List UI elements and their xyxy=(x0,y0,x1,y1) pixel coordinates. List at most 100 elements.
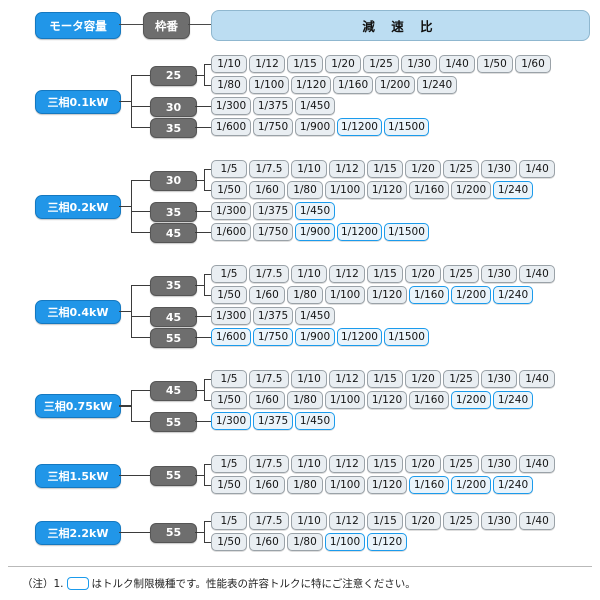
ratio-chip[interactable]: 1/10 xyxy=(291,265,327,283)
ratio-chip-highlighted[interactable]: 1/375 xyxy=(253,412,293,430)
frame-number-box[interactable]: 55 xyxy=(150,522,197,543)
ratio-chip-highlighted[interactable]: 1/1500 xyxy=(383,223,429,241)
ratio-chip-highlighted[interactable]: 1/240 xyxy=(493,286,533,304)
motor-capacity-box[interactable]: 三相0.1kW xyxy=(35,89,121,114)
ratio-chip[interactable]: 1/5 xyxy=(211,370,247,388)
ratio-chip[interactable]: 1/100 xyxy=(325,181,365,199)
ratio-chip[interactable]: 1/20 xyxy=(405,512,441,530)
ratio-chip-highlighted[interactable]: 1/450 xyxy=(295,412,335,430)
ratio-chip-highlighted[interactable]: 1/600 xyxy=(211,328,251,346)
ratio-chip[interactable]: 1/15 xyxy=(367,512,403,530)
ratio-chip[interactable]: 1/600 xyxy=(211,223,251,241)
ratio-chip[interactable]: 1/40 xyxy=(519,370,555,388)
frame-number-box[interactable]: 55 xyxy=(150,412,197,432)
frame-number-box[interactable]: 45 xyxy=(150,380,197,401)
ratio-chip[interactable]: 1/200 xyxy=(451,181,491,199)
ratio-chip-highlighted[interactable]: 1/1200 xyxy=(337,328,382,346)
ratio-chip[interactable]: 1/300 xyxy=(211,307,251,325)
ratio-chip-highlighted[interactable]: 1/160 xyxy=(409,286,449,304)
ratio-chip[interactable]: 1/15 xyxy=(367,370,403,388)
ratio-chip[interactable]: 1/5 xyxy=(211,455,247,473)
ratio-chip[interactable]: 1/375 xyxy=(253,307,293,325)
ratio-chip[interactable]: 1/7.5 xyxy=(249,370,289,388)
ratio-chip[interactable]: 1/50 xyxy=(211,181,247,199)
ratio-chip[interactable]: 1/30 xyxy=(481,370,517,388)
ratio-chip[interactable]: 1/240 xyxy=(417,76,457,94)
frame-number-box[interactable]: 35 xyxy=(150,275,197,296)
ratio-chip-highlighted[interactable]: 1/200 xyxy=(451,391,491,409)
ratio-chip[interactable]: 1/12 xyxy=(329,160,365,178)
ratio-chip[interactable]: 1/100 xyxy=(325,391,365,409)
frame-number-box[interactable]: 55 xyxy=(150,465,197,486)
ratio-chip[interactable]: 1/60 xyxy=(515,55,551,73)
ratio-chip[interactable]: 1/60 xyxy=(249,391,285,409)
ratio-chip[interactable]: 1/5 xyxy=(211,160,247,178)
ratio-chip[interactable]: 1/120 xyxy=(367,476,407,494)
ratio-chip[interactable]: 1/60 xyxy=(249,286,285,304)
ratio-chip[interactable]: 1/40 xyxy=(519,265,555,283)
ratio-chip[interactable]: 1/100 xyxy=(325,476,365,494)
ratio-chip[interactable]: 1/80 xyxy=(287,286,323,304)
ratio-chip[interactable]: 1/7.5 xyxy=(249,265,289,283)
ratio-chip[interactable]: 1/750 xyxy=(253,118,293,136)
ratio-chip[interactable]: 1/450 xyxy=(295,307,335,325)
ratio-chip[interactable]: 1/15 xyxy=(367,265,403,283)
ratio-chip[interactable]: 1/15 xyxy=(367,455,403,473)
ratio-chip[interactable]: 1/20 xyxy=(325,55,361,73)
ratio-chip-highlighted[interactable]: 1/240 xyxy=(493,476,533,494)
ratio-chip[interactable]: 1/375 xyxy=(253,202,293,220)
ratio-chip-highlighted[interactable]: 1/240 xyxy=(493,181,533,199)
frame-number-box[interactable]: 30 xyxy=(150,170,197,191)
ratio-chip-highlighted[interactable]: 1/450 xyxy=(295,202,335,220)
ratio-chip[interactable]: 1/10 xyxy=(291,370,327,388)
ratio-chip[interactable]: 1/50 xyxy=(211,533,247,551)
ratio-chip[interactable]: 1/80 xyxy=(287,181,323,199)
ratio-chip-highlighted[interactable]: 1/1200 xyxy=(337,118,382,136)
ratio-chip[interactable]: 1/10 xyxy=(211,55,247,73)
ratio-chip[interactable]: 1/12 xyxy=(329,455,365,473)
ratio-chip[interactable]: 1/12 xyxy=(329,512,365,530)
ratio-chip[interactable]: 1/60 xyxy=(249,181,285,199)
ratio-chip[interactable]: 1/40 xyxy=(439,55,475,73)
motor-capacity-box[interactable]: 三相0.4kW xyxy=(35,299,121,324)
ratio-chip[interactable]: 1/60 xyxy=(249,476,285,494)
frame-number-box[interactable]: 45 xyxy=(150,307,197,327)
ratio-chip[interactable]: 1/25 xyxy=(443,265,479,283)
ratio-chip-highlighted[interactable]: 1/200 xyxy=(451,286,491,304)
ratio-chip-highlighted[interactable]: 1/750 xyxy=(253,328,293,346)
ratio-chip[interactable]: 1/900 xyxy=(295,118,335,136)
ratio-chip[interactable]: 1/60 xyxy=(249,533,285,551)
ratio-chip[interactable]: 1/40 xyxy=(519,455,555,473)
ratio-chip[interactable]: 1/50 xyxy=(211,286,247,304)
ratio-chip[interactable]: 1/160 xyxy=(409,391,449,409)
ratio-chip-highlighted[interactable]: 1/160 xyxy=(409,476,449,494)
ratio-chip[interactable]: 1/120 xyxy=(291,76,331,94)
frame-number-box[interactable]: 30 xyxy=(150,97,197,117)
ratio-chip[interactable]: 1/7.5 xyxy=(249,455,289,473)
ratio-chip[interactable]: 1/5 xyxy=(211,265,247,283)
ratio-chip[interactable]: 1/10 xyxy=(291,160,327,178)
ratio-chip-highlighted[interactable]: 1/120 xyxy=(367,533,407,551)
motor-capacity-box[interactable]: 三相2.2kW xyxy=(35,520,121,545)
frame-number-box[interactable]: 35 xyxy=(150,202,197,222)
ratio-chip[interactable]: 1/25 xyxy=(443,455,479,473)
ratio-chip[interactable]: 1/450 xyxy=(295,97,335,115)
ratio-chip[interactable]: 1/600 xyxy=(211,118,251,136)
frame-number-box[interactable]: 35 xyxy=(150,118,197,138)
ratio-chip[interactable]: 1/160 xyxy=(333,76,373,94)
ratio-chip[interactable]: 1/25 xyxy=(363,55,399,73)
ratio-chip[interactable]: 1/30 xyxy=(481,160,517,178)
frame-number-box[interactable]: 45 xyxy=(150,223,197,243)
ratio-chip[interactable]: 1/120 xyxy=(367,286,407,304)
ratio-chip[interactable]: 1/100 xyxy=(249,76,289,94)
ratio-chip[interactable]: 1/300 xyxy=(211,97,251,115)
ratio-chip[interactable]: 1/30 xyxy=(481,512,517,530)
ratio-chip[interactable]: 1/80 xyxy=(287,533,323,551)
ratio-chip[interactable]: 1/15 xyxy=(367,160,403,178)
ratio-chip[interactable]: 1/5 xyxy=(211,512,247,530)
motor-capacity-box[interactable]: 三相1.5kW xyxy=(35,463,121,488)
frame-number-box[interactable]: 25 xyxy=(150,65,197,86)
ratio-chip[interactable]: 1/375 xyxy=(253,97,293,115)
frame-number-box[interactable]: 55 xyxy=(150,328,197,348)
ratio-chip[interactable]: 1/12 xyxy=(249,55,285,73)
